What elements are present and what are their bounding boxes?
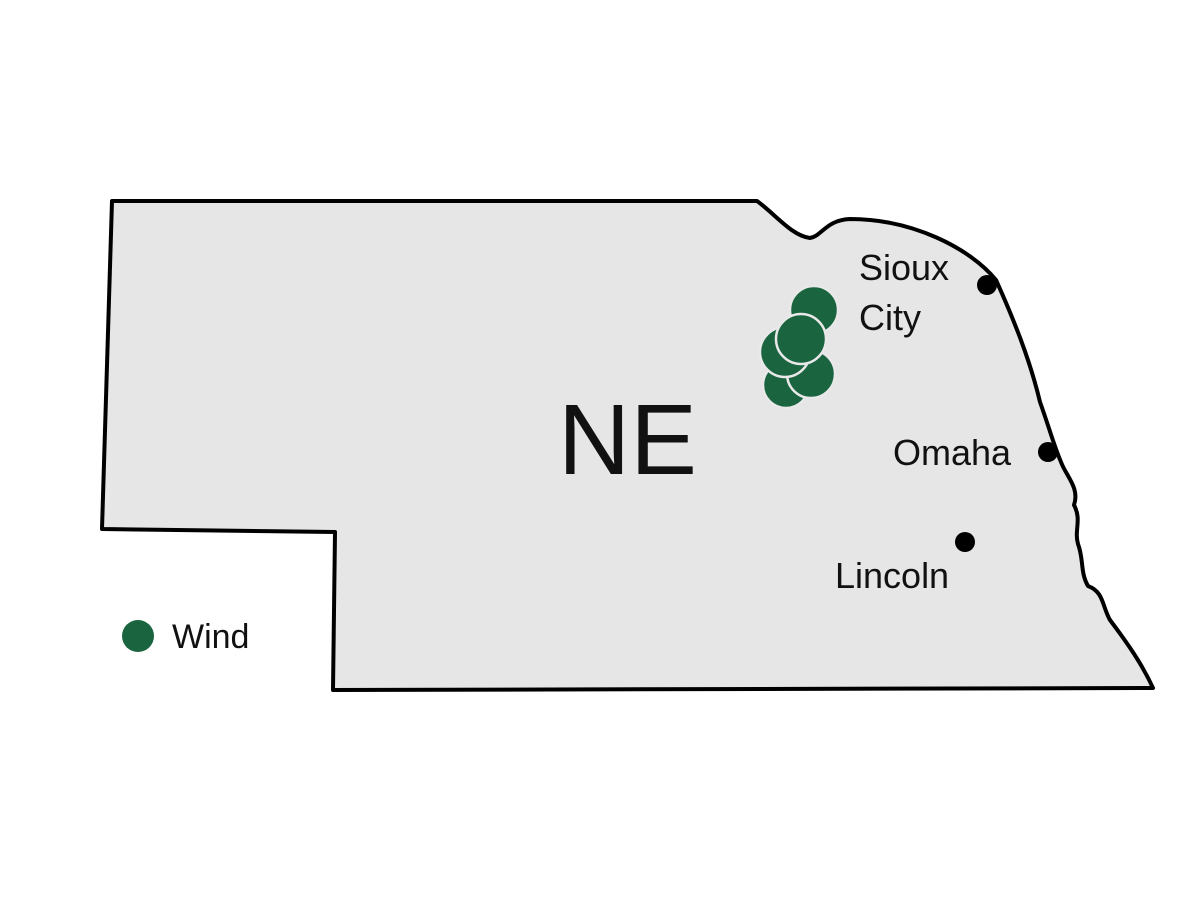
city-label-lincoln: Lincoln xyxy=(835,555,949,596)
city-label-omaha: Omaha xyxy=(893,432,1012,473)
wind-sites-layer xyxy=(758,284,840,410)
city-dot-lincoln[interactable] xyxy=(955,532,975,552)
city-lincoln: Lincoln xyxy=(835,532,975,596)
city-dot-omaha[interactable] xyxy=(1038,442,1058,462)
city-label-sioux-city-line2: City xyxy=(859,297,921,338)
legend-wind-icon xyxy=(122,620,154,652)
wind-site-marker[interactable] xyxy=(774,312,828,366)
city-label-sioux-city: Sioux xyxy=(859,247,949,288)
state-label: NE xyxy=(558,384,697,496)
city-dot-sioux-city[interactable] xyxy=(977,275,997,295)
legend-wind-label: Wind xyxy=(172,618,249,656)
legend: Wind xyxy=(122,618,249,656)
city-omaha: Omaha xyxy=(893,432,1058,473)
city-sioux-city: Sioux City xyxy=(859,247,997,338)
